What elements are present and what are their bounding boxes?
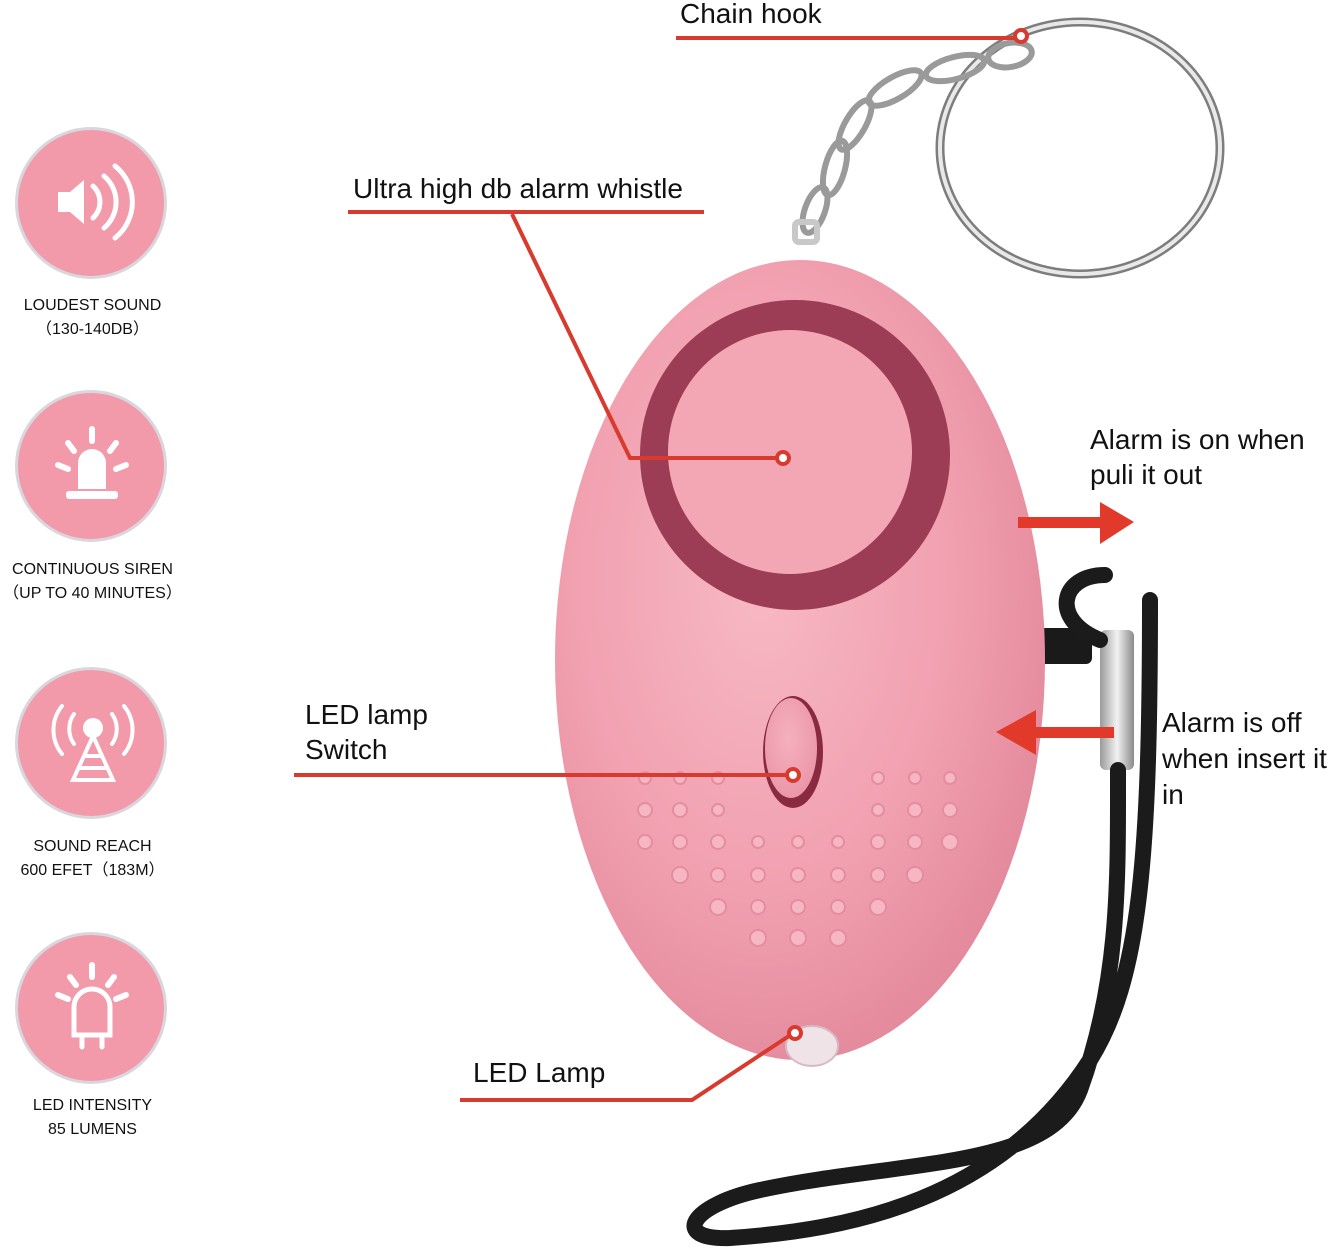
- feature-value: （130-140DB）: [36, 321, 149, 338]
- arrow-insert-icon: [996, 710, 1114, 755]
- pin-connector: [1030, 628, 1134, 770]
- callout-alarm-on-line1: Alarm is on when: [1090, 424, 1305, 455]
- radio-tower-icon: [15, 667, 167, 819]
- callout-alarm-whistle: Ultra high db alarm whistle: [353, 173, 683, 204]
- speaker-sound-icon: [15, 127, 167, 279]
- led-light-icon: [15, 932, 167, 1084]
- arrow-pull-out-icon: [1018, 502, 1134, 544]
- feature-value: 600 EFET（183M）: [20, 862, 165, 879]
- callout-led-switch-line1: LED lamp: [305, 699, 428, 730]
- feature-title: CONTINUOUS SIREN: [12, 561, 173, 578]
- chain: [792, 39, 1035, 245]
- callout-dots: [775, 28, 1029, 1041]
- feature-title: SOUND REACH: [33, 838, 152, 855]
- feature-value: （UP TO 40 MINUTES）: [3, 585, 182, 602]
- callout-led-switch-line2: Switch: [305, 734, 388, 765]
- siren-icon: [15, 390, 167, 542]
- callout-chain-hook: Chain hook: [680, 0, 822, 29]
- feature-value: 85 LUMENS: [48, 1121, 137, 1138]
- feature-title: LED INTENSITY: [32, 1097, 153, 1114]
- callout-alarm-off-line2: when insert it: [1162, 743, 1327, 774]
- key-ring: [935, 17, 1225, 279]
- callout-alarm-off-line1: Alarm is off: [1162, 707, 1302, 738]
- callout-alarm-off-line3: in: [1162, 779, 1184, 810]
- alarm-device: [555, 260, 1045, 1067]
- callout-alarm-on-line2: puli it out: [1090, 459, 1203, 490]
- callout-led-lamp: LED Lamp: [473, 1057, 606, 1088]
- lanyard-strap: [686, 567, 1158, 1247]
- feature-title: LOUDEST SOUND: [23, 297, 162, 314]
- callout-lines: [294, 36, 1020, 1102]
